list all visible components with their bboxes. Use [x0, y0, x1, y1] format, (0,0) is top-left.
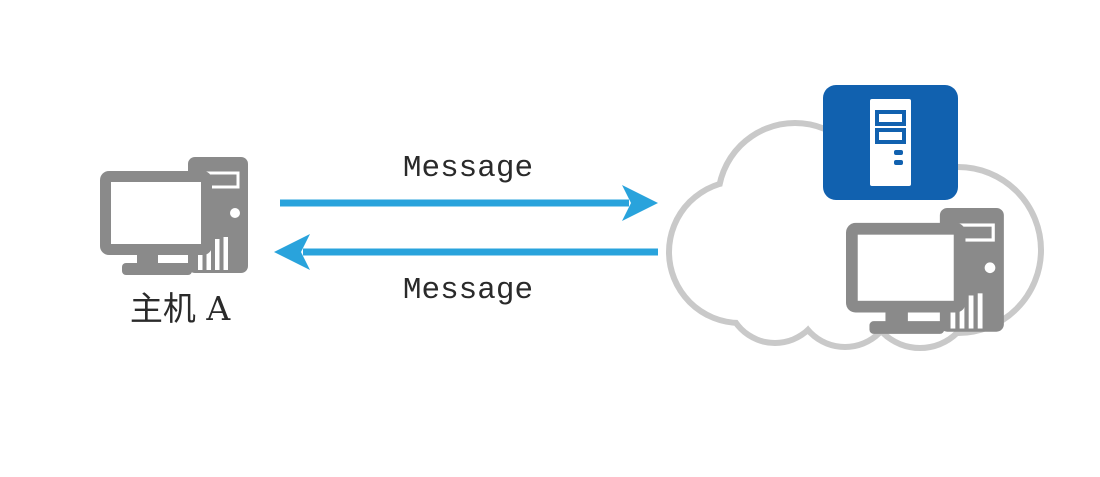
host-a-label: 主机 A — [130, 289, 231, 328]
server-icon — [823, 85, 958, 200]
server-bay — [875, 110, 906, 126]
arrow-left — [274, 234, 658, 270]
host-a-icon — [100, 157, 250, 277]
server-led — [894, 150, 903, 155]
arrow-right — [280, 185, 658, 221]
arrow-right-head — [622, 185, 658, 221]
message-bottom-label: Message — [403, 273, 533, 308]
server-bay — [875, 128, 906, 144]
message-top-label: Message — [403, 151, 533, 186]
server-led — [894, 160, 903, 165]
arrow-left-head — [274, 234, 310, 270]
